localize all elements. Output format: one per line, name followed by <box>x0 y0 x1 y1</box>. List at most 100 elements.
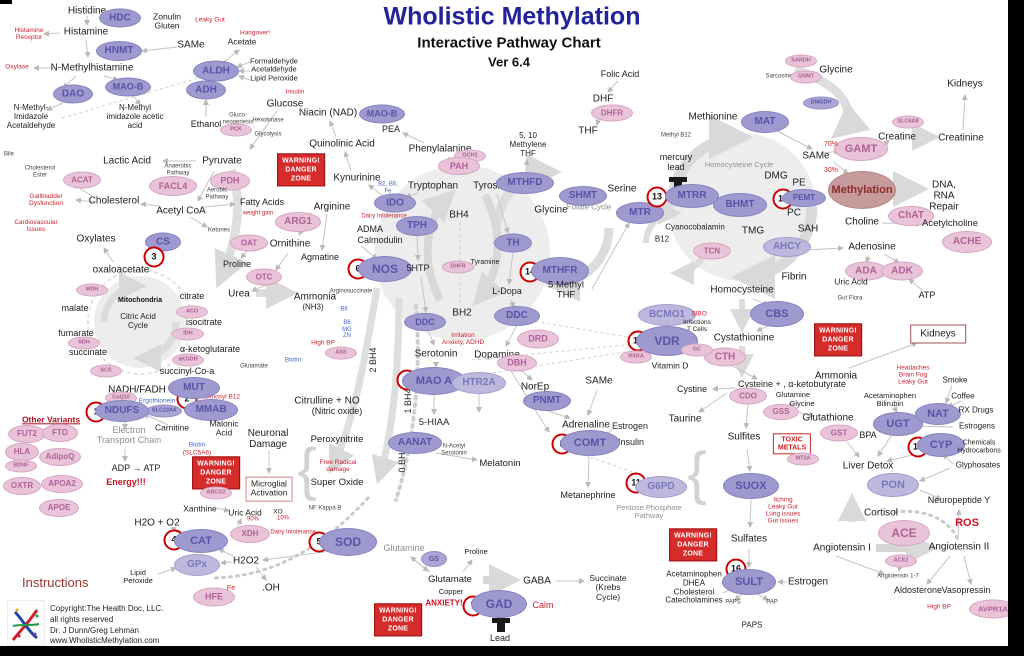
facl4-enzyme[interactable]: FACL4 <box>149 176 197 196</box>
comt-enzyme[interactable]: COMT <box>560 430 620 456</box>
ahcy-enzyme[interactable]: AHCY <box>763 237 811 257</box>
gst-enzyme[interactable]: GST <box>820 424 858 442</box>
b2-b6-fe-label: B2, B6, Fe <box>378 181 398 194</box>
bhmt-enzyme[interactable]: BHMT <box>713 193 767 217</box>
gamt-enzyme[interactable]: GAMT <box>834 137 888 161</box>
gc-enzyme[interactable]: GC <box>681 343 713 357</box>
dhfr-enzyme-1[interactable]: DHFR <box>591 104 633 122</box>
otc-enzyme[interactable]: OTC <box>246 268 282 286</box>
mao-b-enzyme-2[interactable]: MAO-B <box>359 104 405 124</box>
pon-enzyme[interactable]: PON <box>867 473 919 497</box>
fto-gene[interactable]: FTO <box>42 424 78 442</box>
apoa2-gene[interactable]: APOA2 <box>41 475 83 493</box>
tcn-enzyme[interactable]: TCN <box>693 242 731 260</box>
ndufs-enzyme[interactable]: NDUFS <box>95 400 149 422</box>
pdh-enzyme[interactable]: PDH <box>210 171 250 191</box>
gs-enzyme[interactable]: GS <box>421 551 447 567</box>
mtrr-enzyme[interactable]: MTRR <box>665 184 719 208</box>
dmgdh-enzyme[interactable]: DMGDH <box>803 96 839 110</box>
gpx-enzyme[interactable]: GPx <box>174 554 220 576</box>
mat-enzyme[interactable]: MAT <box>741 111 789 133</box>
website-link[interactable]: www.WholisticMethylation.com <box>50 636 160 646</box>
nos-enzyme[interactable]: NOS <box>358 256 412 282</box>
aanat-enzyme[interactable]: AANAT <box>388 432 442 454</box>
mt2a-enzyme[interactable]: MT2A <box>787 452 819 466</box>
th-enzyme[interactable]: TH <box>494 233 532 253</box>
hfe-enzyme[interactable]: HFE <box>193 587 235 607</box>
mao-b-enzyme-1[interactable]: MAO-B <box>105 77 151 97</box>
akgdh-enzyme[interactable]: aKGDH <box>172 353 204 367</box>
cat-enzyme[interactable]: CAT <box>174 529 228 553</box>
aldh-enzyme[interactable]: ALDH <box>193 60 239 82</box>
abcg2-enzyme[interactable]: ABCG2 <box>200 486 232 500</box>
methylation-node[interactable]: Methylation <box>828 171 896 209</box>
pah-enzyme[interactable]: PAH <box>438 157 480 175</box>
cbs-enzyme[interactable]: CBS <box>750 301 804 327</box>
mmab-enzyme[interactable]: MMAB <box>184 399 238 421</box>
aco-enzyme[interactable]: ACO <box>176 305 208 319</box>
acat-enzyme[interactable]: ACAT <box>63 171 101 189</box>
oxtr-gene[interactable]: OXTR <box>3 477 41 495</box>
creatinine-label: Creatinine <box>938 132 984 144</box>
irritation-anxiety-adhd-label: Irritation Anxiety, ADHD <box>441 331 485 346</box>
acetyl-coa-label: Acetyl CoA <box>156 205 206 217</box>
ugt-enzyme[interactable]: UGT <box>873 412 923 436</box>
pnmt-enzyme[interactable]: PNMT <box>523 391 571 411</box>
ass-enzyme[interactable]: ASS <box>325 346 357 360</box>
tph-enzyme[interactable]: TPH <box>396 216 438 236</box>
pck-enzyme[interactable]: PCK <box>220 123 252 137</box>
slc22a4-enzyme[interactable]: SLC22A4 <box>146 404 182 418</box>
n-methyl-imidazole-acetic-acid: N-Methyl imidazole acetic acid <box>106 102 164 130</box>
arg1-enzyme[interactable]: ARG1 <box>275 212 321 232</box>
drd-enzyme[interactable]: DRD <box>517 329 559 349</box>
bdnf-gene[interactable]: BDNF <box>5 459 37 473</box>
nat-enzyme[interactable]: NAT <box>915 403 961 425</box>
ace-enzyme[interactable]: ACE <box>878 520 930 546</box>
g6pd-enzyme[interactable]: G6PD <box>635 476 687 498</box>
sdh-enzyme[interactable]: SDH <box>68 336 100 350</box>
hla-gene[interactable]: HLA <box>5 443 39 461</box>
adk-enzyme[interactable]: ADK <box>881 261 923 281</box>
hdc-enzyme[interactable]: HDC <box>99 8 141 28</box>
htr2a-enzyme[interactable]: HTR2A <box>452 372 506 394</box>
ace2-enzyme[interactable]: ACE2 <box>885 554 917 568</box>
cyp-enzyme[interactable]: CYP <box>917 433 965 457</box>
cdo-enzyme[interactable]: CDO <box>729 387 767 405</box>
suox-enzyme[interactable]: SUOX <box>723 473 779 499</box>
instructions-link[interactable]: Instructions <box>22 575 89 590</box>
pct-10-label: 10% <box>276 515 290 522</box>
slc6a8-enzyme[interactable]: SLC6A8 <box>892 115 924 129</box>
num-3[interactable]: 3 <box>143 246 165 268</box>
sult-enzyme[interactable]: SULT <box>722 569 776 595</box>
mdh-enzyme[interactable]: MDH <box>76 283 108 297</box>
sardh-enzyme[interactable]: SARDH <box>785 54 817 68</box>
apoe-gene[interactable]: APOE <box>39 499 79 517</box>
serine-label: Serine <box>607 183 637 195</box>
mthfd-enzyme[interactable]: MTHFD <box>496 172 554 194</box>
xdh-enzyme[interactable]: XDH <box>230 525 270 543</box>
arginine-label: Arginine <box>313 201 351 213</box>
hnmt-enzyme[interactable]: HNMT <box>96 41 142 61</box>
ddc-enzyme-1[interactable]: DDC <box>404 313 446 331</box>
gnmt-enzyme[interactable]: GNMT <box>790 70 822 84</box>
rxra-enzyme[interactable]: RXRA <box>620 350 652 364</box>
dao-enzyme[interactable]: DAO <box>53 84 93 104</box>
adh-enzyme[interactable]: ADH <box>186 80 226 100</box>
sod-enzyme[interactable]: SOD <box>319 528 377 556</box>
gss-enzyme[interactable]: GSS <box>763 404 799 420</box>
pemt-enzyme[interactable]: PEMT <box>782 189 826 207</box>
mut-enzyme[interactable]: MUT <box>168 377 220 399</box>
ido-enzyme[interactable]: IDO <box>374 193 416 213</box>
dhfr-enzyme-2[interactable]: DHFR <box>442 260 474 274</box>
scs-enzyme[interactable]: SCS <box>90 364 122 378</box>
neuropeptide-y-label: Neuropeptide Y <box>927 495 991 506</box>
ache-enzyme[interactable]: ACHE <box>942 231 992 253</box>
oat-enzyme[interactable]: OAT <box>230 234 268 252</box>
fut2-gene[interactable]: FUT2 <box>8 425 46 443</box>
glutamine-label-3: Glutamine <box>383 543 425 554</box>
adipoq-gene[interactable]: AdipoQ <box>39 448 81 466</box>
dbh-enzyme[interactable]: DBH <box>497 354 537 372</box>
ddc-enzyme-2[interactable]: DDC <box>494 306 540 326</box>
gad-enzyme[interactable]: GAD <box>471 590 527 618</box>
idh-enzyme[interactable]: IDH <box>172 327 204 341</box>
